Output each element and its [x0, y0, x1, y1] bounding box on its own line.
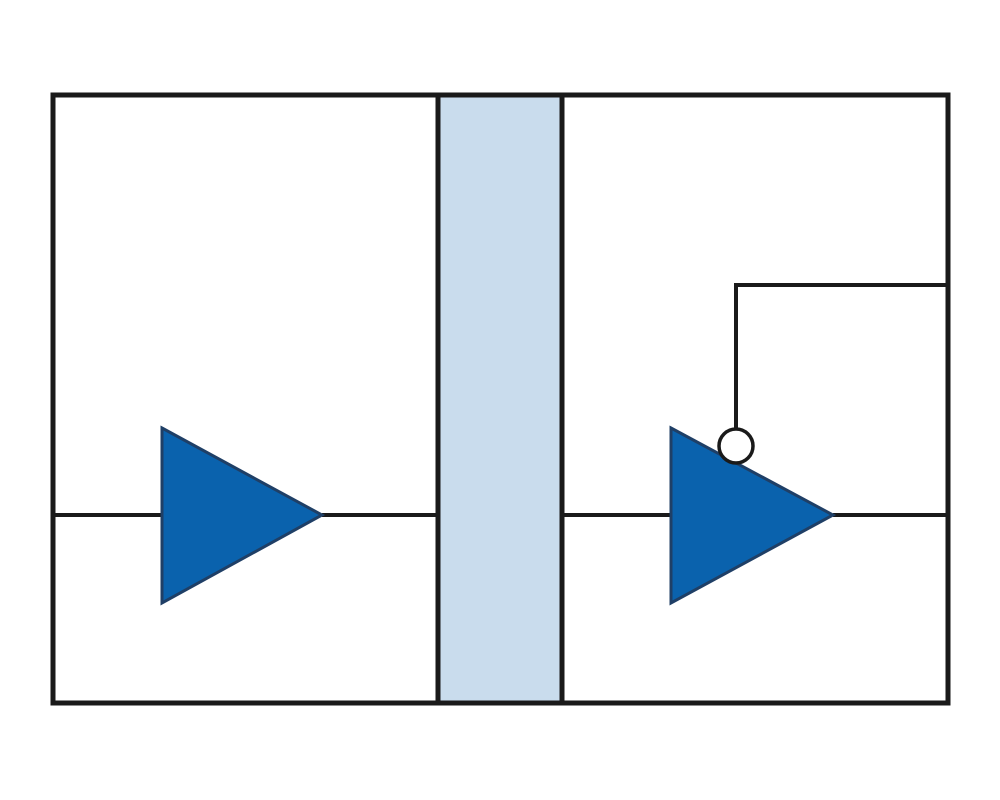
- isolation-barrier: [438, 95, 562, 703]
- enable-inversion-bubble: [717, 427, 755, 465]
- output-tristate-buffer: [669, 425, 837, 606]
- outer-frame: [50, 92, 951, 706]
- input-buffer: [160, 425, 326, 606]
- enable-signal-wire: [734, 283, 948, 430]
